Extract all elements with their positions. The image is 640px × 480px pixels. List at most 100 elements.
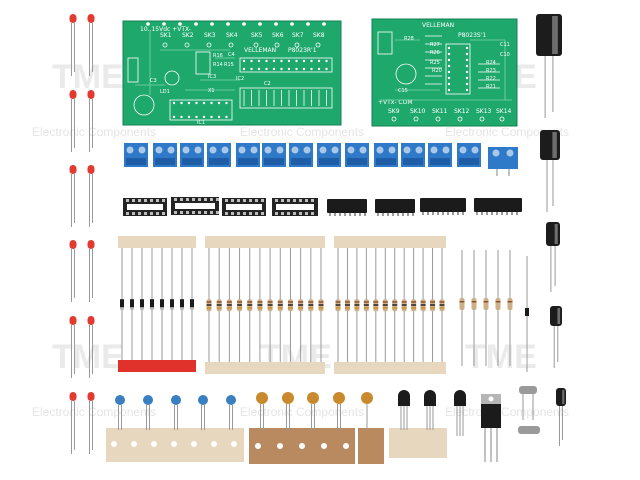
pcb-pad bbox=[317, 59, 321, 63]
resistor-band bbox=[267, 307, 273, 309]
red-led bbox=[87, 165, 95, 174]
pcb-right-channel-label: SK12 bbox=[454, 108, 470, 115]
resistor-band bbox=[363, 304, 369, 306]
resistor-band bbox=[344, 304, 350, 306]
ceramic-capacitor bbox=[226, 395, 236, 405]
resistor-band bbox=[308, 304, 314, 306]
resistor-band bbox=[335, 307, 341, 309]
ic-pin bbox=[462, 212, 464, 215]
socket-contact bbox=[204, 211, 207, 214]
diode-body bbox=[140, 299, 144, 310]
pcb-left-ref-label: R15 bbox=[224, 62, 234, 68]
terminal-opening bbox=[155, 158, 175, 165]
terminal-opening bbox=[126, 158, 146, 165]
resistor-band bbox=[363, 307, 369, 309]
resistor-band bbox=[318, 304, 324, 306]
pcb-pad bbox=[325, 59, 328, 63]
pcb-pad bbox=[294, 42, 300, 48]
resistor-band bbox=[373, 301, 379, 303]
pcb-pad bbox=[187, 101, 191, 105]
socket-contact bbox=[275, 212, 278, 215]
socket-contact bbox=[255, 199, 258, 202]
paper-tape bbox=[118, 360, 196, 372]
resistor-band bbox=[363, 301, 369, 303]
socket-contact bbox=[150, 199, 153, 202]
resistor-band bbox=[392, 301, 398, 303]
pcb-pad bbox=[306, 22, 310, 26]
ceramic-capacitor bbox=[171, 395, 181, 405]
terminal-screw bbox=[471, 146, 479, 154]
socket-contact bbox=[210, 198, 213, 201]
terminal-screw bbox=[415, 146, 423, 154]
red-led bbox=[69, 90, 77, 99]
pcb-right-channel-label: SK10 bbox=[410, 108, 426, 115]
pcb-pad bbox=[162, 42, 168, 48]
resistor-band bbox=[420, 307, 426, 309]
pcb-right-channel-label: SK14 bbox=[496, 108, 512, 115]
ic-pin bbox=[516, 212, 518, 215]
pcb-left-channel-label: SK1 bbox=[160, 32, 172, 39]
socket-contact bbox=[144, 212, 147, 215]
bottom-components bbox=[106, 386, 540, 464]
diode-band bbox=[180, 307, 184, 310]
resistor-band bbox=[430, 307, 436, 309]
watermark-logo: TME bbox=[52, 338, 124, 376]
resistor-band bbox=[495, 301, 501, 303]
pcb-pad bbox=[225, 115, 228, 119]
red-led bbox=[87, 14, 95, 23]
pcb-connector bbox=[377, 31, 393, 55]
socket-contact bbox=[293, 199, 296, 202]
terminal-opening bbox=[459, 158, 479, 165]
resistor-band bbox=[287, 307, 293, 309]
socket-contact bbox=[225, 199, 228, 202]
socket-contact bbox=[198, 198, 201, 201]
resistor-band bbox=[237, 304, 243, 306]
pcb-pad bbox=[310, 67, 313, 71]
pcb-pad bbox=[465, 46, 469, 50]
resistor-band bbox=[483, 301, 489, 303]
socket-contact bbox=[249, 199, 252, 202]
pcb-left-ref-label: C3 bbox=[150, 78, 157, 84]
socket-contact bbox=[132, 199, 135, 202]
pcb-right-ref-label: R20 bbox=[432, 68, 442, 74]
pcb-pad bbox=[322, 22, 326, 26]
terminal-screw bbox=[167, 146, 175, 154]
terminal-screw bbox=[276, 146, 284, 154]
socket-contact bbox=[243, 199, 246, 202]
resistor-body bbox=[459, 298, 465, 310]
ic-socket-window bbox=[127, 204, 163, 210]
pcb-right-ref-label: C11 bbox=[500, 42, 510, 48]
resistor-band bbox=[430, 301, 436, 303]
ic-pin bbox=[397, 213, 399, 216]
ic-pin bbox=[447, 212, 449, 215]
socket-contact bbox=[305, 212, 308, 215]
pcb-pad bbox=[172, 101, 176, 105]
ic-pin bbox=[452, 212, 454, 215]
terminal-screw bbox=[291, 146, 299, 154]
pcb-pad bbox=[206, 42, 212, 48]
pcb-pad bbox=[317, 67, 321, 71]
resistor-band bbox=[257, 307, 263, 309]
resistor-band bbox=[335, 301, 341, 303]
ic-pin bbox=[344, 213, 346, 216]
tape-hole bbox=[151, 441, 157, 447]
resistor-band bbox=[373, 307, 379, 309]
paper-tape bbox=[118, 236, 196, 248]
pcb-pad bbox=[465, 76, 469, 80]
resistor-band bbox=[216, 307, 222, 309]
diode-body bbox=[525, 308, 529, 316]
tape-hole bbox=[321, 443, 327, 449]
ceramic-capacitor bbox=[143, 395, 153, 405]
socket-contact bbox=[287, 212, 290, 215]
terminal-screw bbox=[264, 146, 272, 154]
red-led bbox=[69, 392, 77, 401]
diode-band bbox=[130, 307, 134, 310]
regulator-tab-hole bbox=[488, 396, 494, 402]
socket-contact bbox=[299, 212, 302, 215]
watermark-caption: Electronic Components bbox=[32, 125, 156, 139]
pcb-cap-outline bbox=[164, 70, 180, 86]
terminal-opening bbox=[347, 158, 367, 165]
socket-contact bbox=[281, 199, 284, 202]
watermark-logo: TME bbox=[52, 58, 124, 96]
